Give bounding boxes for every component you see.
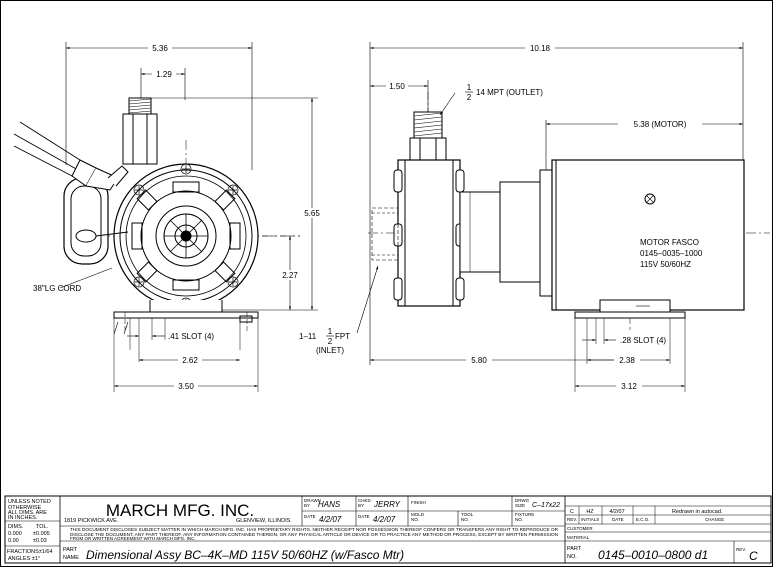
dim-height: 5.65 [304, 209, 320, 218]
rev-row-change: Redrawn in autocad. [672, 509, 723, 515]
rev-header-initials: INITIALS [581, 517, 599, 522]
inlet-suffix: FPT [335, 332, 350, 341]
dim-front-width: 5.36 [152, 44, 168, 53]
drawn-date-label: DATE [304, 514, 316, 519]
tol-angles: ANGLES ±1° [8, 556, 40, 562]
tol-row-1-tol: ±0.005 [33, 531, 50, 537]
side-view [356, 42, 770, 392]
material-label: MATERIAL [567, 535, 590, 540]
mold-label-1: MOLD [411, 512, 425, 517]
chkd-date-label: DATE [358, 514, 370, 519]
dim-base-width-side: 3.12 [621, 382, 637, 391]
disclaimer-line-3: FROM OR WRITTEN AGREEMENT WITH MARCH MFG… [70, 536, 196, 541]
drwg-size: C–17x22 [532, 502, 560, 509]
inlet-label: (INLET) [316, 346, 344, 355]
tol-header-dims: DIMS. [8, 524, 24, 530]
company-city: GLENVIEW, ILLINOIS [236, 518, 291, 524]
chkd-label-2: BY [358, 503, 364, 508]
inlet-fraction-num: 1 [328, 327, 333, 336]
motor-label-2: 0145–0035–1000 [640, 249, 703, 258]
company-address: 1819 PICKWICK AVE. [64, 518, 119, 524]
tol-header-tol: TOL. [36, 524, 49, 530]
disclaimer-line-2: DISCLOSE THE DOCUMENT, ANY PART THEREOF,… [70, 532, 558, 537]
drawn-label-1: DRAWN [304, 498, 321, 503]
tol-row-1-dim: 0.000 [8, 531, 22, 537]
rev-label: REV. [736, 547, 746, 552]
finish-label: FINISH [411, 500, 426, 505]
title-block [4, 495, 772, 564]
part-no-label-1: PART [567, 546, 582, 552]
side-dimension-labels: 10.18 1.50 1 2 14 MPT (OUTLET) 5.38 (MOT… [299, 43, 703, 391]
dim-base-width-front: 3.50 [178, 382, 194, 391]
tol-row-2-tol: ±0.03 [33, 538, 47, 544]
dim-slot-side: .28 SLOT (4) [620, 336, 666, 345]
company-name: MARCH MFG. INC. [106, 501, 254, 520]
tol-row-2-dim: 0.00 [8, 538, 19, 544]
drawn-date: 4/2/07 [319, 515, 342, 524]
tool-label-2: NO. [461, 517, 469, 522]
title-block-text: UNLESS NOTED OTHERWISE ALL DIMS. ARE IN … [7, 498, 758, 563]
dim-overall-length: 10.18 [530, 44, 551, 53]
chkd-label-1: CHKD [358, 498, 372, 503]
dim-base-holes-side: 2.38 [619, 356, 635, 365]
part-name: Dimensional Assy BC–4K–MD 115V 50/60HZ (… [86, 548, 404, 562]
outlet-fraction-num: 1 [467, 83, 472, 92]
dim-slot-front: .41 SLOT (4) [168, 332, 214, 341]
cord-length-note: 38"LG CORD [33, 284, 81, 293]
front-view [13, 42, 318, 392]
unless-noted-2: OTHERWISE [8, 505, 42, 511]
rev-row-initials: HZ [586, 509, 594, 515]
outlet-fraction-den: 2 [467, 93, 472, 102]
fixture-label-1: FIXTURE [515, 512, 534, 517]
drawn-by: HANS [318, 500, 341, 509]
inlet-prefix: 1–11 [299, 332, 317, 341]
part-name-label-2: NAME [63, 555, 79, 561]
dim-inlet-offset: 5.80 [471, 356, 487, 365]
tool-label-1: TOOL [461, 512, 474, 517]
drwg-label-2: SIZE [515, 503, 525, 508]
unless-noted-4: IN INCHES. [8, 515, 38, 521]
dim-motor-length: 5.38 (MOTOR) [634, 120, 687, 129]
part-number: 0145–0010–0800 d1 [598, 548, 708, 562]
drwg-label-1: DRWG [515, 498, 530, 503]
unless-noted-1: UNLESS NOTED [8, 499, 51, 505]
fixture-label-2: NO. [515, 517, 523, 522]
rev-header-change: CHANGE [705, 517, 724, 522]
rev-letter: C [749, 549, 758, 563]
unless-noted-3: ALL DIMS. ARE [8, 510, 47, 516]
inlet-fraction-den: 2 [328, 337, 333, 346]
dim-outlet-offset-side: 1.50 [389, 82, 405, 91]
motor-label-1: MOTOR FASCO [640, 238, 699, 247]
chkd-date: 4/2/07 [373, 515, 396, 524]
part-no-label-2: NO. [567, 554, 577, 560]
rev-header-date: DATE [612, 517, 624, 522]
dim-shaft-height: 2.27 [282, 271, 298, 280]
rev-header-rev: REV. [567, 517, 577, 522]
rev-row-rev: C [570, 509, 574, 515]
disclaimer-line-1: THIS DOCUMENT DISCLOSES SUBJECT MATTER I… [70, 527, 559, 532]
motor-label-3: 115V 50/60HZ [640, 260, 691, 269]
dim-outlet-offset-front: 1.29 [156, 70, 172, 79]
drawn-label-2: BY [304, 503, 310, 508]
front-dimension-labels: 5.36 1.29 5.65 2.27 .41 SLOT (4) 2.62 3.… [33, 43, 324, 391]
rev-header-eco: E.C.O. [636, 517, 650, 522]
mold-label-2: NO. [411, 517, 419, 522]
rev-row-date: 4/2/07 [609, 509, 624, 515]
outlet-thread-note: 14 MPT (OUTLET) [476, 88, 543, 97]
tol-fractions: FRACTIONS±1/64 [7, 549, 53, 555]
chkd-by: JERRY [373, 500, 401, 509]
part-name-label-1: PART [63, 547, 78, 553]
dim-base-holes-front: 2.62 [182, 356, 198, 365]
customer-label: CUSTOMER [567, 526, 593, 531]
